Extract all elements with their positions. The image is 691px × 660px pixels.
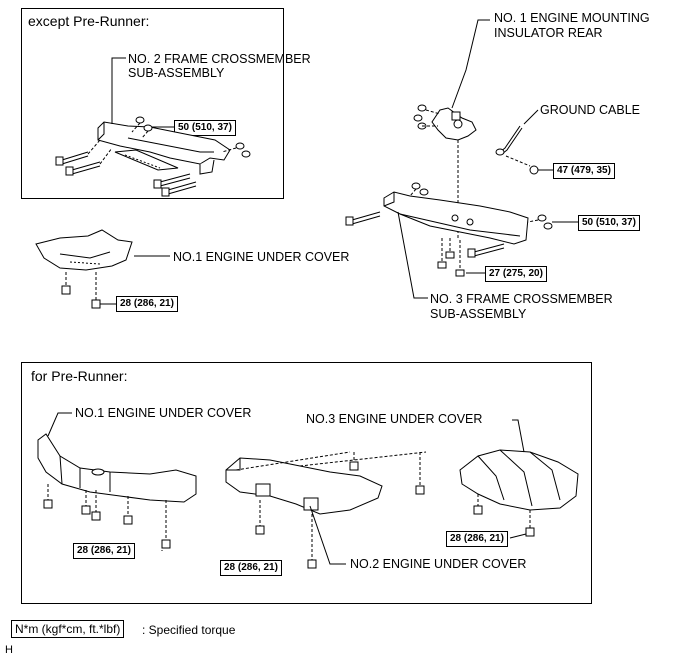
bottom-cover2-illustration bbox=[225, 457, 383, 515]
bolt-icon bbox=[473, 494, 535, 537]
bottom-cover3-label: NO.3 ENGINE UNDER COVER bbox=[306, 412, 483, 426]
figure-code: H bbox=[5, 644, 13, 656]
bottom-cover2-label: NO.2 ENGINE UNDER COVER bbox=[350, 557, 527, 571]
crossmember3-label-line2: SUB-ASSEMBLY bbox=[430, 307, 527, 321]
torque-box-under-cover-top: 28 (286, 21) bbox=[116, 296, 178, 312]
torque-box-47: 47 (479, 35) bbox=[553, 163, 615, 179]
crossmember2-illustration bbox=[97, 121, 231, 175]
nut-icon bbox=[131, 116, 153, 139]
torque-box-50-right: 50 (510, 37) bbox=[578, 215, 640, 231]
bolt-icon bbox=[61, 272, 101, 309]
bolt-icon bbox=[413, 104, 441, 130]
bolt-icon bbox=[255, 452, 425, 569]
bolt-icon bbox=[153, 173, 197, 197]
nut-icon bbox=[527, 214, 553, 230]
crossmember2-label-line2: SUB-ASSEMBLY bbox=[128, 66, 225, 80]
ground-cable-illustration bbox=[495, 125, 523, 156]
bolt-icon bbox=[43, 484, 171, 549]
insulator-label-line1: NO. 1 ENGINE MOUNTING bbox=[494, 11, 650, 25]
bolt-icon bbox=[65, 161, 101, 176]
nut-icon bbox=[409, 182, 429, 197]
nut-icon bbox=[221, 142, 251, 158]
under-cover1-top-label: NO.1 ENGINE UNDER COVER bbox=[173, 250, 350, 264]
insulator-label-line2: INSULATOR REAR bbox=[494, 26, 603, 40]
torque-box-bottom-left: 28 (286, 21) bbox=[73, 543, 135, 559]
torque-box-bottom-right: 28 (286, 21) bbox=[446, 531, 508, 547]
bolt-icon bbox=[345, 211, 381, 226]
ground-cable-label: GROUND CABLE bbox=[540, 103, 641, 117]
crossmember3-label-line1: NO. 3 FRAME CROSSMEMBER bbox=[430, 292, 613, 306]
except-pre-runner-heading: except Pre-Runner: bbox=[28, 13, 150, 29]
bolt-icon bbox=[55, 151, 89, 166]
torque-box-crossmember2: 50 (510, 37) bbox=[174, 120, 236, 136]
bolt-icon bbox=[467, 243, 505, 258]
bolt-icon bbox=[505, 155, 539, 175]
torque-box-27: 27 (275, 20) bbox=[485, 266, 547, 282]
crossmember3-illustration bbox=[383, 191, 529, 245]
bottom-cover1-label: NO.1 ENGINE UNDER COVER bbox=[75, 406, 252, 420]
insulator-rear-illustration bbox=[431, 107, 477, 141]
pre-runner-heading: for Pre-Runner: bbox=[31, 368, 128, 384]
torque-box-bottom-mid: 28 (286, 21) bbox=[220, 560, 282, 576]
under-cover1-top-illustration bbox=[35, 229, 133, 271]
bolt-icon bbox=[437, 238, 465, 277]
legend-unit-box: N*m (kgf*cm, ft.*lbf) bbox=[11, 620, 125, 638]
crossmember2-label-line1: NO. 2 FRAME CROSSMEMBER bbox=[128, 52, 311, 66]
legend-text: : Specified torque bbox=[142, 623, 236, 637]
bottom-cover1-illustration bbox=[37, 433, 197, 503]
